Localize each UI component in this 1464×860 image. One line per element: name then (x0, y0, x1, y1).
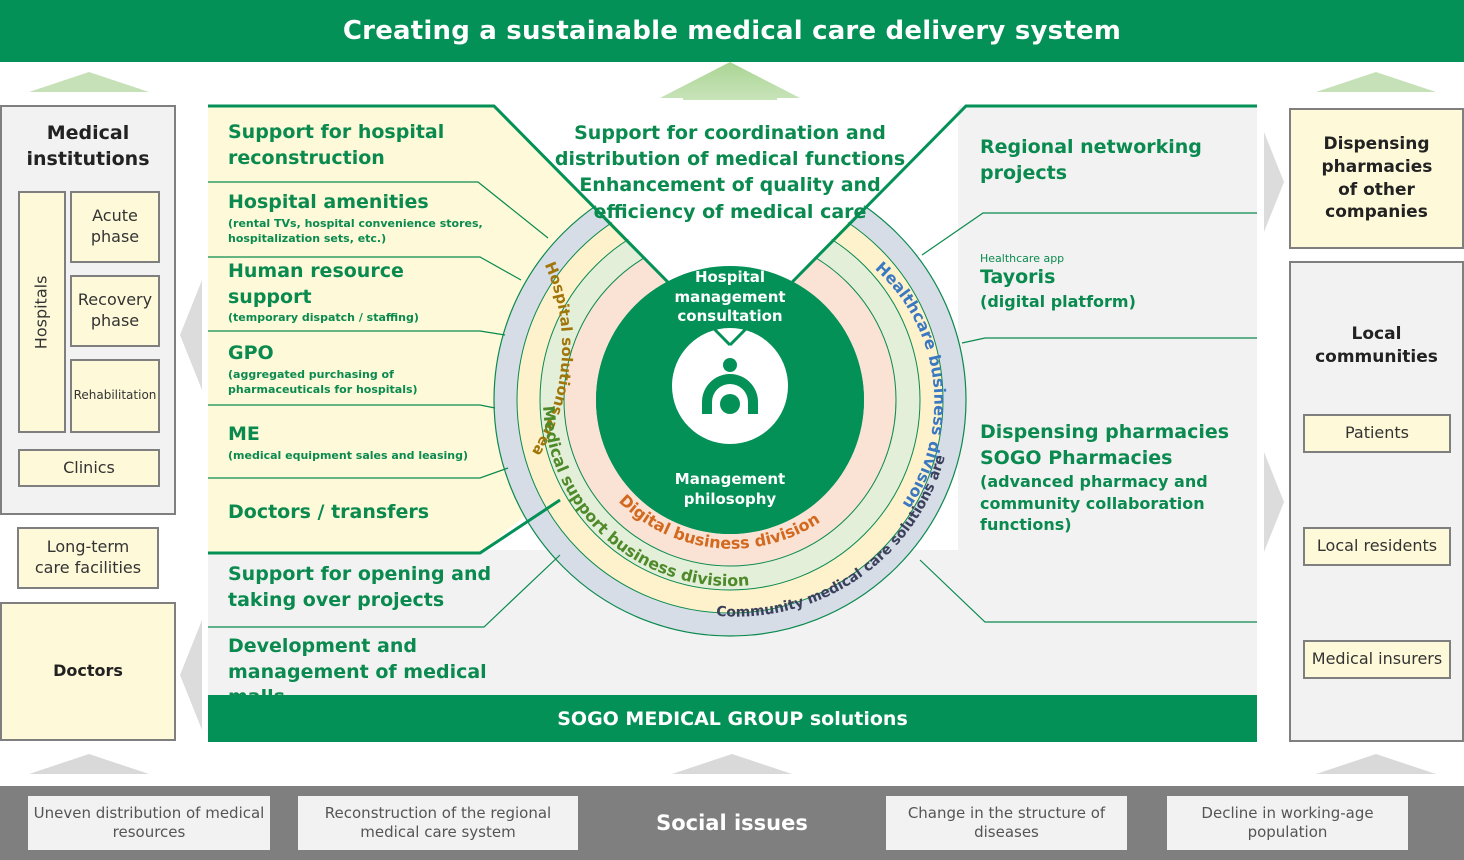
item-sub: (aggregated purchasing of pharmaceutical… (228, 367, 418, 397)
item-title: GPO (228, 342, 274, 364)
core-top-line: Hospital (694, 268, 766, 286)
issue-box: Uneven distribution of medical resources (28, 796, 270, 850)
core-top-line: management (674, 287, 786, 306)
issue-label: Uneven distribution of medical resources (33, 803, 265, 842)
hospital-item: Support for hospital reconstruction (228, 120, 478, 171)
item-sub: (advanced pharmacy and community collabo… (980, 472, 1208, 535)
medical-institutions-panel: Medical institutions Hospitals Acute pha… (0, 105, 176, 515)
hospital-item: GPO (aggregated purchasing of pharmaceut… (228, 341, 448, 397)
item-title: Dispensing pharmacies SOGO Pharmacies (980, 421, 1230, 469)
up-arrow-icon (672, 754, 792, 774)
issue-box: Change in the structure of diseases (886, 796, 1127, 850)
right-item: Healthcare app Tayoris (digital platform… (980, 252, 1220, 312)
banner-title: Creating a sustainable medical care deli… (342, 16, 1122, 46)
doctors-label: Doctors (53, 661, 123, 681)
up-arrow-icon (1316, 754, 1436, 774)
core-bottom-line: Management (674, 470, 786, 488)
v-opening (494, 100, 966, 345)
right-item: Regional networking projects (980, 135, 1220, 186)
core-top-text: Hospital management consultation (650, 268, 810, 327)
issue-box: Decline in working-age population (1167, 796, 1408, 850)
hospitals-box: Hospitals (18, 191, 66, 433)
local-residents-box: Local residents (1303, 527, 1451, 566)
issue-box: Reconstruction of the regional medical c… (298, 796, 578, 850)
item-title: ME (228, 423, 260, 445)
item-sub: (digital platform) (980, 291, 1136, 311)
issue-label: Reconstruction of the regional medical c… (324, 803, 552, 842)
medical-institutions-title: Medical institutions (26, 122, 150, 170)
item-sub: (temporary dispatch / staffing) (228, 311, 419, 325)
doctors-box: Doctors (0, 602, 176, 741)
up-arrow-icon (29, 72, 149, 92)
up-arrow-icon (1316, 72, 1436, 92)
goal-line: efficiency of medical care (593, 200, 867, 223)
hospital-item: Human resource support (temporary dispat… (228, 259, 468, 326)
goal-line: distribution of medical functions (554, 148, 906, 171)
item-title: Support for opening and taking over proj… (228, 563, 492, 611)
item-title: Human resource support (228, 260, 404, 308)
item-sub: (rental TVs, hospital convenience stores… (228, 216, 483, 246)
community-item-label: Medical insurers (1311, 649, 1443, 669)
local-communities-title: Local communities (1315, 324, 1438, 367)
phase-label: Acute phase (90, 206, 140, 246)
hospital-item: ME (medical equipment sales and leasing) (228, 422, 488, 463)
left-arrow-icon (180, 280, 202, 390)
core-bottom-text: Management philosophy (650, 470, 810, 509)
up-arrow-icon (29, 754, 149, 774)
dispensing-other-box: Dispensing pharmacies of other companies (1289, 108, 1464, 249)
right-item: Dispensing pharmacies SOGO Pharmacies (a… (980, 420, 1230, 536)
clinics-box: Clinics (18, 449, 160, 487)
item-title: Doctors / transfers (228, 501, 430, 523)
phase-label: Rehabilitation (73, 388, 157, 403)
acute-phase-box: Acute phase (70, 191, 160, 263)
item-title: Regional networking projects (980, 136, 1202, 184)
local-communities-panel: Local communities Patients Local residen… (1289, 261, 1464, 742)
right-arrow-icon (1264, 132, 1284, 232)
solutions-bar-label: SOGO MEDICAL GROUP solutions (557, 707, 908, 730)
item-pre: Healthcare app (980, 252, 1065, 265)
patients-box: Patients (1303, 414, 1451, 453)
clinics-label: Clinics (63, 457, 115, 477)
goal-line: Support for coordination and (574, 122, 886, 144)
core-bottom-line: philosophy (683, 489, 777, 508)
recovery-phase-box: Recovery phase (70, 275, 160, 347)
goal-text: Support for coordination and distributio… (540, 120, 920, 225)
item-title: Hospital amenities (228, 191, 429, 213)
person-arch-logo-icon (702, 358, 758, 414)
medical-insurers-box: Medical insurers (1303, 640, 1451, 679)
solutions-bar: SOGO MEDICAL GROUP solutions (208, 695, 1257, 742)
item-title: Tayoris (980, 266, 1056, 288)
dispensing-other-label: Dispensing pharmacies of other companies (1321, 133, 1433, 223)
item-title: Support for hospital reconstruction (228, 121, 445, 169)
lower-left-item: Support for opening and taking over proj… (228, 562, 508, 613)
issue-label: Change in the structure of diseases (907, 803, 1106, 842)
core-top-line: consultation (677, 307, 783, 325)
left-arrow-icon (180, 620, 202, 730)
community-item-label: Patients (1344, 423, 1410, 443)
right-arrow-icon (1264, 452, 1284, 552)
top-banner: Creating a sustainable medical care deli… (0, 0, 1464, 62)
goal-line: Enhancement of quality and (579, 174, 881, 197)
right-panel-bg (958, 106, 1257, 695)
hospital-item: Doctors / transfers (228, 500, 488, 526)
long-term-care-box: Long-term care facilities (17, 527, 159, 589)
community-item-label: Local residents (1316, 536, 1438, 556)
issue-label: Decline in working-age population (1201, 803, 1374, 842)
hospital-item: Hospital amenities (rental TVs, hospital… (228, 190, 488, 246)
social-issues-label: Social issues (656, 811, 808, 835)
phase-label: Recovery phase (77, 290, 153, 330)
rehabilitation-box: Rehabilitation (70, 359, 160, 433)
item-sub: (medical equipment sales and leasing) (228, 448, 469, 462)
long-term-care-label: Long-term care facilities (34, 537, 142, 577)
